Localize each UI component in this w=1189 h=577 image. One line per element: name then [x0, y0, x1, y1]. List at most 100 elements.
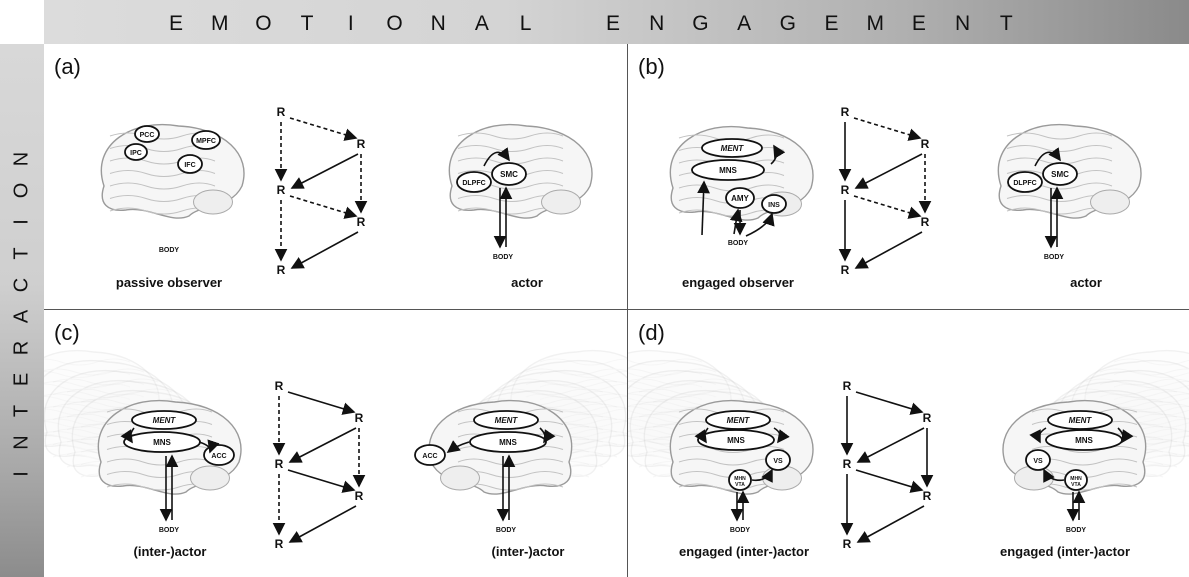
panel-letter: (b) [638, 54, 665, 79]
banner-letter: A [10, 309, 32, 323]
banner-letter: A [737, 12, 751, 35]
r-node: R [277, 105, 286, 119]
link-arrow [854, 231, 923, 269]
region-label: MENT [721, 144, 745, 153]
region-oval [1064, 469, 1088, 491]
brain-gyrus [52, 391, 159, 398]
r-node: R [843, 457, 852, 471]
brain-gyrus [66, 388, 173, 396]
corner-blank [0, 0, 44, 44]
r-node: R [277, 263, 286, 277]
r-node: R [841, 183, 850, 197]
link-arrow [856, 505, 925, 543]
brain-gyrus [628, 371, 703, 378]
link-arrow [287, 469, 356, 493]
loop-arrow [773, 427, 790, 444]
region-label: ACC [211, 453, 226, 460]
brain-gyrus [511, 391, 618, 398]
brain-gyrus [457, 132, 564, 140]
brain-gyrus [1006, 132, 1113, 140]
banner-letter: I [348, 12, 354, 35]
link-arrow [853, 117, 922, 141]
link-arrow [856, 427, 925, 463]
region-oval [725, 187, 755, 209]
region-label: MENT [727, 416, 751, 425]
banner-letter: T [301, 12, 314, 35]
region-label: IFC [184, 162, 195, 169]
region-label: MNS [719, 166, 737, 175]
cerebellum [1090, 189, 1130, 215]
banner-letter: O [386, 12, 402, 35]
brain-gyrus [1113, 358, 1189, 366]
left-caption: (inter-)actor [133, 544, 207, 559]
brain-gyrus [539, 408, 627, 416]
banner-letter: I [10, 471, 32, 477]
panel-letter: (c) [54, 320, 80, 345]
banner-letter: L [520, 12, 532, 35]
r-node: R [275, 379, 284, 393]
link-arrow [288, 427, 357, 463]
brain-gyrus [628, 391, 731, 398]
banner-letter: M [211, 12, 229, 35]
region-label: MHN [734, 476, 746, 482]
region-oval [473, 410, 539, 430]
brain-gyrus [44, 396, 131, 403]
left-caption: engaged (inter-)actor [678, 544, 810, 559]
loop-arrow [198, 439, 220, 454]
region-label: ACC [422, 453, 437, 460]
brain-gyrus [44, 381, 145, 388]
brain-gyrus [511, 378, 618, 386]
link-arrow [289, 195, 358, 219]
region-oval [414, 444, 446, 466]
region-oval [191, 130, 221, 150]
loop-arrow [483, 147, 510, 167]
brain-gyrus [628, 368, 717, 376]
banner-letter: N [10, 152, 32, 166]
body-label: BODY [728, 240, 749, 247]
brain-gyrus [525, 393, 627, 401]
region-label: VTA [735, 482, 745, 488]
brain-gyrus [1099, 393, 1189, 401]
brain-gyrus [628, 393, 717, 401]
banner-letter: T [10, 405, 32, 417]
panel-letter: (d) [638, 320, 665, 345]
cerebellum [440, 465, 480, 491]
r-node: R [841, 105, 850, 119]
banner-letter: I [10, 219, 32, 225]
region-oval [701, 138, 763, 158]
region-label: MENT [495, 416, 519, 425]
loop-arrow [751, 468, 773, 483]
region-oval [131, 410, 197, 430]
r-node: R [275, 537, 284, 551]
r-node: R [843, 379, 852, 393]
brain-gyrus [1099, 381, 1189, 388]
banner-letter: N [10, 435, 32, 449]
loop-arrow [745, 212, 775, 237]
r-node: R [357, 137, 366, 151]
banner-letter: R [10, 341, 32, 355]
banner-letter: E [606, 12, 620, 35]
body-label: BODY [496, 527, 517, 534]
banner-letter: N [649, 12, 664, 35]
brain-gyrus [44, 368, 145, 376]
right-caption: (inter-)actor [491, 544, 565, 559]
link-arrow [289, 117, 358, 141]
region-oval [124, 143, 148, 161]
brain-gyrus [1113, 408, 1189, 416]
region-oval [691, 159, 765, 181]
body-label: BODY [159, 247, 180, 254]
cerebellum [190, 465, 230, 491]
region-label: MHN [1070, 476, 1082, 482]
banner-letter: C [10, 278, 32, 292]
body-label: BODY [730, 527, 751, 534]
r-node: R [921, 215, 930, 229]
region-label: MNS [499, 438, 517, 447]
banner-letter: O [255, 12, 271, 35]
